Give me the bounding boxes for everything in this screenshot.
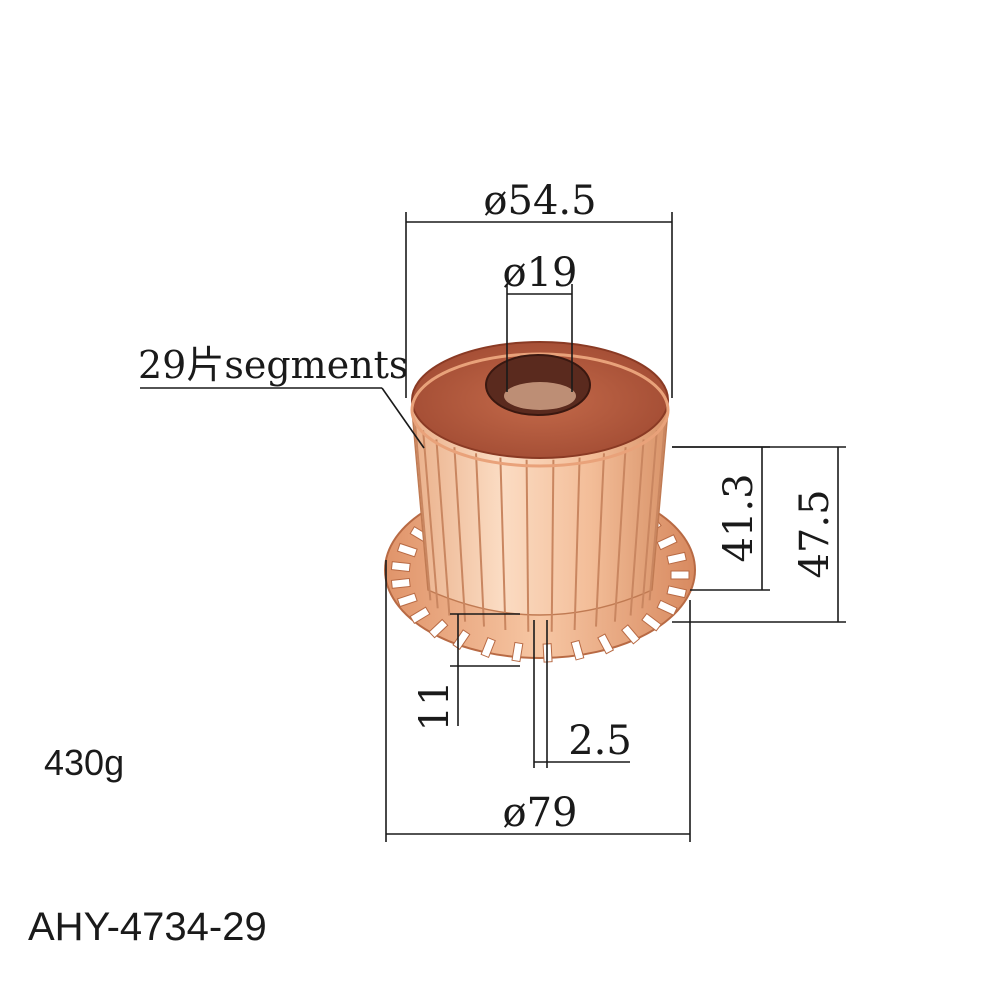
riser-slot [511,641,524,663]
dim-riser-diameter: ø79 [503,790,578,836]
dim-segments-label: 29片segments [138,343,408,387]
riser-slot [670,570,690,580]
commutator-segment-divider [573,457,581,631]
bore-inner [504,382,576,410]
commutator-segment-divider [550,459,555,632]
commutator-segment-divider [475,453,485,627]
riser-slot [428,618,449,639]
commutator-segment-divider [595,453,605,627]
commutator-segment-divider [453,447,467,622]
product-model: AHY-4734-29 [28,905,267,949]
riser-slot [621,624,641,645]
dim-riser-width: 2.5 [568,718,632,764]
riser-slot [656,599,678,616]
barrel-segments [413,420,667,632]
riser-slot [666,585,687,599]
riser-slot [656,534,678,551]
dim-outer-top-diameter: ø54.5 [483,178,596,224]
commutator-segment-divider [435,439,451,616]
commutator-segment-divider [648,420,667,601]
riser-slot [390,577,411,589]
dim-height-41: 41.3 [716,473,762,562]
dim-bore-diameter: ø19 [503,250,578,296]
dim-height-47: 47.5 [792,489,838,578]
commutator-segment-divider [613,447,627,622]
riser-slot [396,592,418,608]
dim-riser-height: 11 [412,681,458,732]
commutator-segment-divider [499,457,507,631]
commutator-segment-divider [422,430,439,609]
riser-slot [641,612,662,632]
dimension-lines [140,212,846,842]
riser-slot [396,542,418,558]
riser-slot [480,637,496,658]
riser-slot [390,561,411,573]
riser-slot [666,551,687,565]
riser-slot [597,633,615,655]
commutator-segment-divider [525,459,530,632]
commutator-segment-divider [413,420,432,601]
commutator-image [384,341,696,663]
riser-slot [570,639,585,661]
commutator-segment-divider [641,430,658,609]
riser-slot [409,606,431,624]
product-weight: 430g [44,742,125,783]
commutator-segment-divider [629,439,645,616]
top-face-rim [410,352,670,468]
